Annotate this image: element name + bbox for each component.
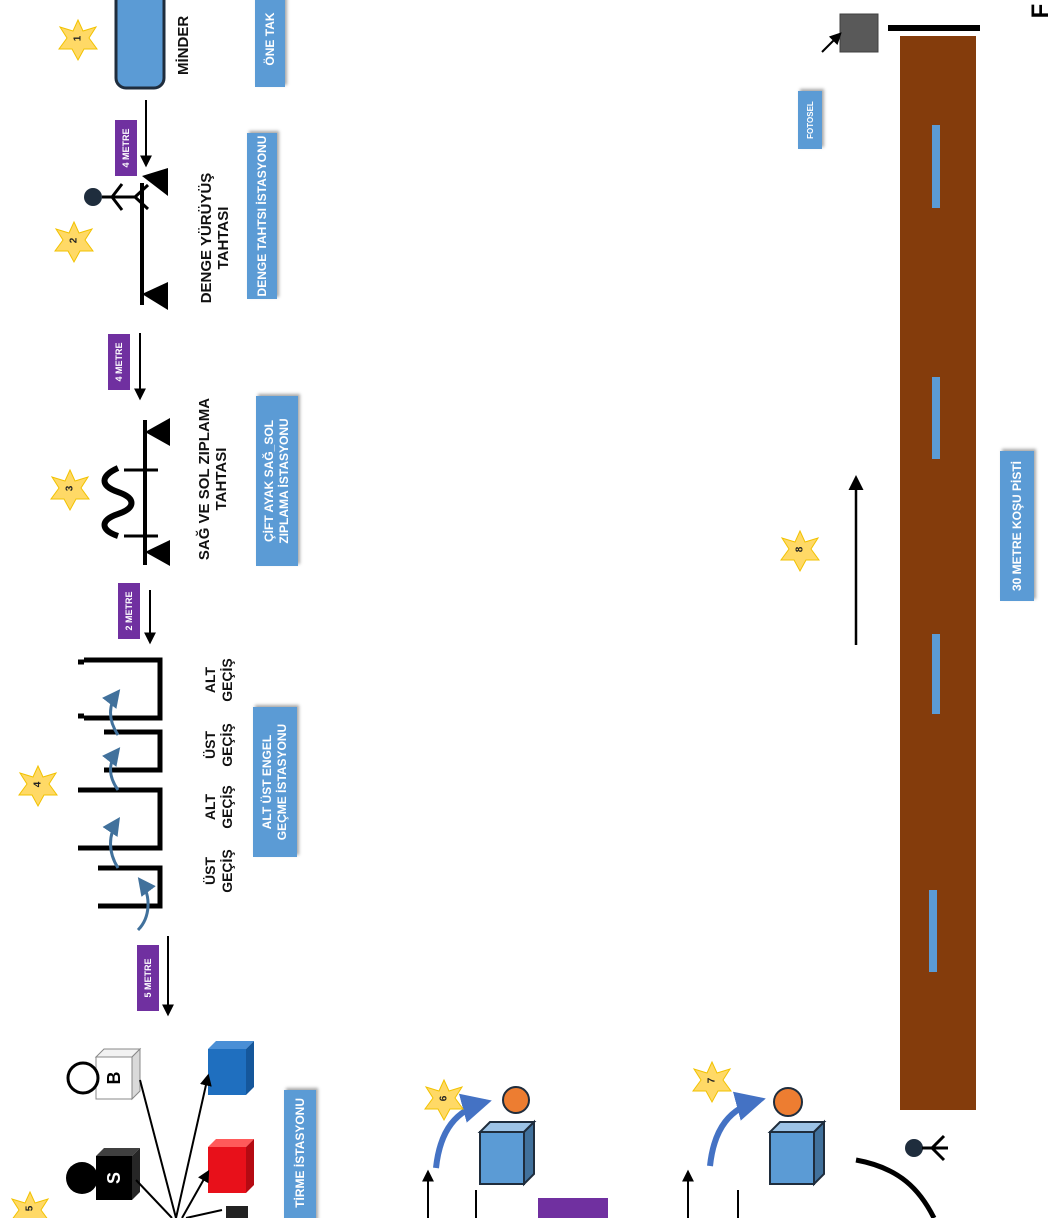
star-8-number: 8 xyxy=(794,546,806,553)
hurdle-label-4: ALT GEÇİŞ xyxy=(202,658,235,702)
station-3-box: ÇİFT AYAK SAĞ_SOL ZIPLAMA İSTASYONU xyxy=(256,396,298,566)
hurdles xyxy=(78,657,163,909)
jump-board-label: SAĞ VE SOL ZIPLAMA TAHTASI xyxy=(196,397,230,561)
hurdle-label-2: ALT GEÇİŞ xyxy=(202,785,235,829)
station-1-box: ÖNE TAK xyxy=(255,0,285,87)
cube-blue xyxy=(208,1041,254,1095)
balance-beam xyxy=(84,168,168,310)
curve-to-track xyxy=(855,1157,937,1218)
distance-box-2: 4 METRE xyxy=(115,120,137,176)
star-7-number: 7 xyxy=(706,1077,718,1084)
jump-board xyxy=(101,418,170,566)
station-2-box: DENGE TAHTSI İSTASYONU xyxy=(247,133,277,299)
hurdle-label-1: ÜST GEÇİŞ xyxy=(202,849,235,893)
photocell-label: FOTOSEL xyxy=(798,91,822,149)
purple-box-6 xyxy=(538,1198,608,1218)
hurdle-curves xyxy=(102,689,156,932)
distance-box-3: 4 METRE xyxy=(108,334,130,390)
star-3-number: 3 xyxy=(64,485,76,492)
cube-b xyxy=(66,1047,142,1101)
star-6-number: 6 xyxy=(438,1095,450,1102)
box-ball-6 xyxy=(433,1086,537,1187)
station-4-box: ALT ÜST ENGEL GEÇME İSTASYONU xyxy=(253,707,297,857)
cube-dark-partial xyxy=(226,1206,248,1218)
star-2-number: 2 xyxy=(68,237,80,244)
track xyxy=(900,36,976,1110)
distance-box-5: 5 METRE xyxy=(137,945,159,1011)
photocell-arrow xyxy=(821,32,842,53)
track-marks xyxy=(929,125,940,972)
finish-letter: F xyxy=(1027,3,1052,19)
distance-box-4: 2 METRE xyxy=(118,583,140,639)
photocell-box xyxy=(839,13,879,53)
cube-b-letter: B xyxy=(104,1071,124,1085)
mat-shape xyxy=(114,0,166,90)
star-5-number: 5 xyxy=(24,1205,36,1212)
cube-s-letter: S xyxy=(104,1172,124,1185)
star-1-number: 1 xyxy=(72,35,84,42)
mat-label: MİNDER xyxy=(175,15,192,75)
station-5-box: TİRME İSTASYONU xyxy=(284,1090,316,1218)
cube-red xyxy=(208,1139,254,1193)
runner-figure xyxy=(905,1134,948,1162)
cube-lines xyxy=(135,1073,223,1218)
hurdle-label-3: ÜST GEÇİŞ xyxy=(202,723,235,767)
cube-s xyxy=(66,1148,140,1200)
box-ball-7 xyxy=(707,1087,827,1187)
track-label-box: 30 METRE KOŞU PİSTİ xyxy=(1000,451,1034,601)
balance-beam-label: DENGE YÜRÜYÜŞ TAHTASI xyxy=(198,172,232,304)
star-4-number: 4 xyxy=(32,781,44,788)
